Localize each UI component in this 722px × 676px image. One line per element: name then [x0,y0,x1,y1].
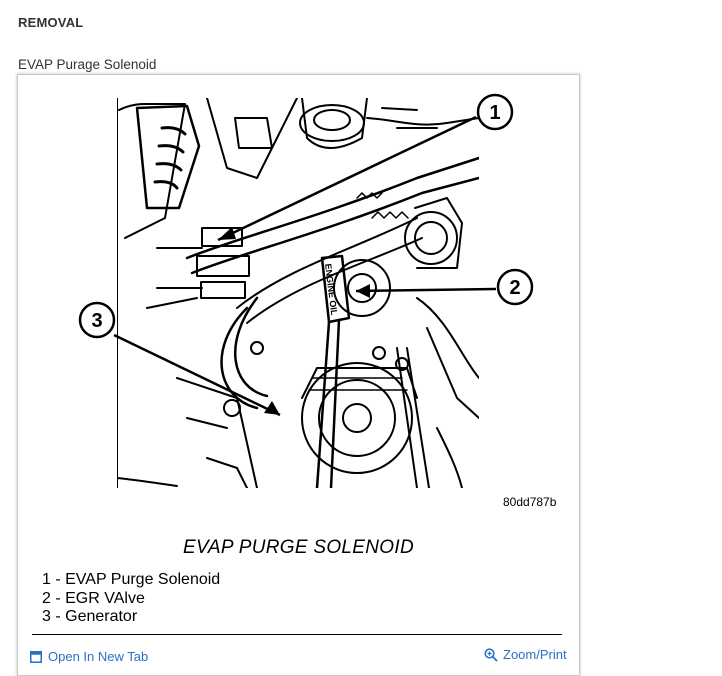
callout-1-label: 1 [489,102,500,124]
callout-3 [78,301,116,339]
callout-2 [496,268,534,306]
callout-2-label: 2 [509,277,520,299]
figure-actions: Open In New Tab Zoom/Print [18,647,579,669]
legend-item: 1 - EVAP Purge Solenoid [42,571,221,588]
callout-layer: 1 2 3 [78,93,534,417]
figure-caption: EVAP Purage Solenoid [18,57,157,72]
legend-item: 3 - Generator [42,608,138,625]
figure-title: EVAP PURGE SOLENOID [183,537,414,558]
zoom-print-label: Zoom/Print [503,647,567,662]
divider [32,634,562,635]
zoom-icon [484,647,498,662]
zoom-print-link[interactable]: Zoom/Print [484,647,567,662]
figure-legend: 1 - EVAP Purge Solenoid 2 - EGR VAlve 3 … [42,571,220,627]
section-title: REMOVAL [18,15,84,30]
callout-3-label: 3 [91,310,102,332]
engine-illustration: ENGINE OIL [117,98,479,488]
legend-item: 2 - EGR VAlve [42,589,145,607]
callout-1 [476,93,514,131]
figure-panel: ENGINE OIL 1 2 3 80dd787b EVAP PURGE SOL… [17,74,580,676]
figure-code: 80dd787b [503,495,557,509]
